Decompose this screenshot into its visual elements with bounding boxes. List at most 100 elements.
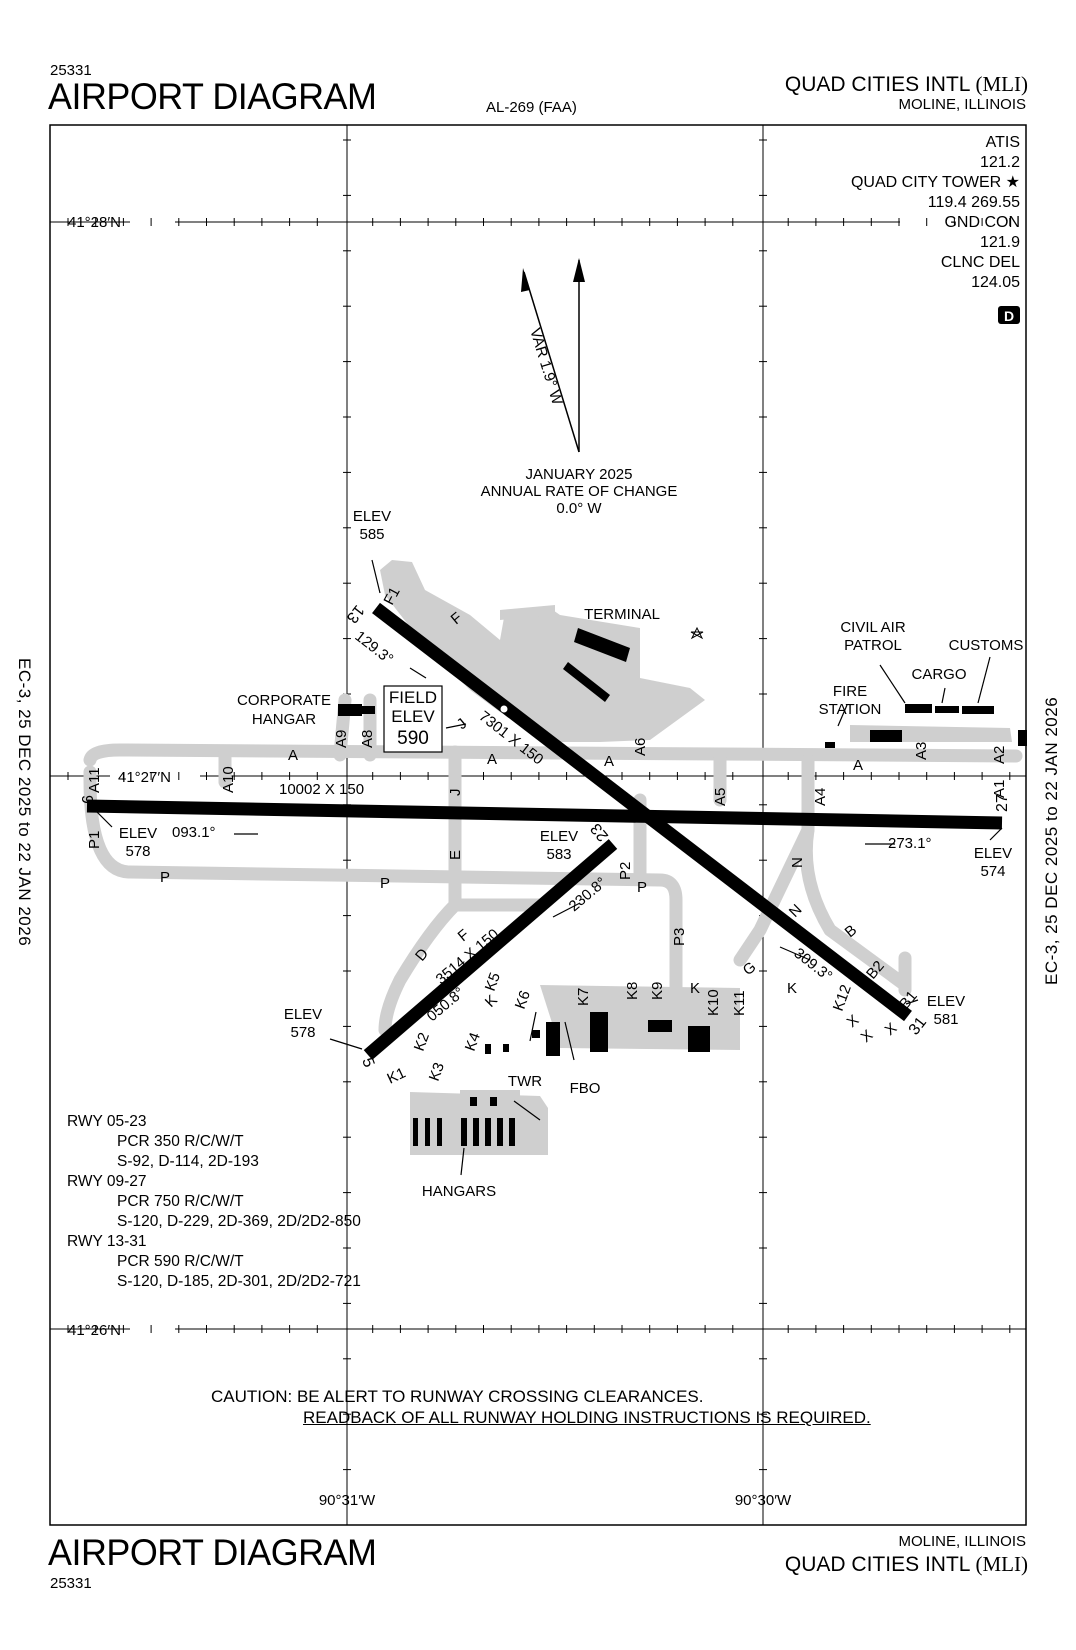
runway-09-27-dimensions: 10002 X 150	[279, 781, 364, 798]
taxiway-label-a8: A8	[359, 730, 376, 748]
taxiway-label-a: A	[487, 751, 497, 768]
taxiway-label-k1: K1	[385, 1064, 409, 1087]
taxiway-label-j: J	[454, 715, 471, 733]
taxiway-label-k6: K6	[512, 988, 534, 1011]
taxiway-network	[83, 573, 1023, 1037]
taxiway-label-p3: P3	[671, 928, 688, 946]
elev-label-23: ELEV	[540, 828, 578, 845]
taxiway-label-a5: A5	[712, 788, 729, 806]
runway-info-label: RWY 09-27	[67, 1173, 147, 1190]
frequency-name: CLNC DEL	[940, 254, 1020, 271]
taxiway-label-k8: K8	[624, 982, 641, 1000]
taxiway-label-k: K	[787, 980, 797, 997]
field-elevation-box	[383, 685, 443, 753]
longitude-left: 90°31′W	[319, 1492, 376, 1509]
taxiway-label-p2: P2	[617, 862, 634, 880]
latitude-mid: 41°27′N	[118, 769, 171, 786]
elev-value-27: 574	[980, 863, 1005, 880]
procedure-id: AL-269 (FAA)	[486, 99, 577, 116]
taxiway-label-k10: K10	[705, 989, 722, 1016]
taxiway-label-p: P	[380, 875, 390, 892]
runway-13-31	[372, 602, 912, 1022]
caution-line-2: READBACK OF ALL RUNWAY HOLDING INSTRUCTI…	[303, 1408, 871, 1427]
frequency-value: 124.05	[971, 274, 1020, 291]
runway-info-line: PCR 750 R/C/W/T	[117, 1193, 244, 1210]
taxiway-label-x: X	[844, 1012, 863, 1031]
taxiway-label-a11: A11	[86, 767, 103, 793]
magnetic-variation: VAR 1.9° W	[526, 326, 566, 407]
taxiway-label-k7: K7	[575, 988, 592, 1006]
cargo-label: CARGO	[911, 666, 966, 683]
north-arrow	[521, 258, 585, 453]
frequency-name: QUAD CITY TOWER ★	[850, 174, 1020, 191]
taxiway-label-p: P	[160, 869, 170, 886]
runway-end-5: 5	[358, 1056, 377, 1070]
taxiway-label-k4: K4	[462, 1030, 484, 1053]
civil-air-patrol-label-1: CIVIL AIR	[840, 619, 905, 636]
elev-value-09: 578	[125, 843, 150, 860]
fbo-building	[590, 1012, 608, 1052]
runways	[86, 602, 1003, 1060]
taxiway-label-j: J	[447, 789, 464, 797]
taxiway-label-k9: K9	[649, 982, 666, 1000]
fire-station-label-1: FIRE	[833, 683, 867, 700]
runway-info-line: PCR 590 R/C/W/T	[117, 1253, 244, 1270]
buildings	[338, 628, 1027, 1146]
taxiway-label-k: K	[690, 980, 700, 997]
taxiway-label-a9: A9	[333, 730, 350, 748]
facility-labels: TERMINAL CORPORATE HANGAR CIVIL AIR PATR…	[237, 606, 1023, 1200]
frequency-value: 119.4 269.55	[927, 194, 1020, 211]
runway-pavement-info: RWY 05-23 PCR 350 R/C/W/T S-92, D-114, 2…	[67, 1112, 361, 1292]
frequency-name: GND CON	[944, 214, 1020, 231]
taxiway-label-a: A	[288, 747, 298, 764]
elev-label-09: ELEV	[119, 825, 157, 842]
taxiway-label-a1: A1	[991, 780, 1008, 798]
graticule-ticks	[67, 139, 1011, 1471]
magnetic-rate-label: ANNUAL RATE OF CHANGE	[481, 483, 678, 500]
frequency-value: 121.2	[979, 154, 1020, 171]
taxiway-label-n: N	[789, 857, 806, 868]
caution-line-1: CAUTION: BE ALERT TO RUNWAY CROSSING CLE…	[211, 1387, 704, 1406]
airspace-class-letter: D	[1004, 308, 1014, 324]
taxiway-label-k: K	[482, 992, 501, 1011]
elev-value-31: 581	[933, 1011, 958, 1028]
elev-value-13: 585	[359, 526, 384, 543]
taxiway-label-f1: F1	[381, 584, 404, 607]
elev-label-13: ELEV	[353, 508, 391, 525]
taxiway-label-e: E	[447, 850, 464, 860]
taxiway-label-k5: K5	[482, 970, 504, 993]
fire-station-building	[870, 730, 902, 742]
latitude-bottom: 41°26′N	[68, 1322, 121, 1339]
civil-air-patrol-building	[905, 704, 932, 713]
elev-label-27: ELEV	[974, 845, 1012, 862]
runway-info-line: S-120, D-185, 2D-301, 2D/2D2-721	[117, 1273, 361, 1290]
frequency-name: ATIS	[985, 134, 1020, 151]
magnetic-rate: 0.0° W	[556, 500, 602, 517]
magnetic-info: JANUARY 2025 ANNUAL RATE OF CHANGE 0.0° …	[481, 466, 678, 517]
runway-end-27: 27	[994, 794, 1011, 812]
taxiway-label-f: F	[455, 926, 473, 945]
field-elev-line2: ELEV	[391, 707, 435, 726]
twr-label: TWR	[508, 1073, 542, 1090]
runway-info-label: RWY 05-23	[67, 1113, 147, 1130]
frequency-list: ATIS 121.2 QUAD CITY TOWER ★ 119.4 269.5…	[851, 133, 1020, 293]
magnetic-date: JANUARY 2025	[525, 466, 632, 483]
runway-info-line: PCR 350 R/C/W/T	[117, 1133, 244, 1150]
runway-info-label: RWY 13-31	[67, 1233, 147, 1250]
taxiway-label-a3: A3	[913, 742, 930, 760]
runway-end-31: 31	[906, 1014, 930, 1039]
runway-info-line: S-120, D-229, 2D-369, 2D/2D2-850	[117, 1213, 361, 1230]
doc-number-bottom: 25331	[50, 1575, 92, 1592]
latitude-top: 41°28′N	[68, 214, 121, 231]
runway-end-13: 13	[343, 602, 367, 627]
page-title-bottom: AIRPORT DIAGRAM	[48, 1532, 377, 1573]
tower-star-icon	[690, 626, 704, 640]
runway-09-heading: 093.1°	[172, 824, 216, 841]
runway-end-9: 9	[78, 795, 95, 804]
longitude-right: 90°30′W	[735, 1492, 792, 1509]
page-title-top: AIRPORT DIAGRAM	[48, 76, 377, 117]
elevation-labels: ELEV 585 ELEV 578 ELEV 574 ELEV 583 ELEV…	[119, 508, 1012, 1041]
city-state-bottom: MOLINE, ILLINOIS	[898, 1533, 1026, 1550]
terminal-label: TERMINAL	[584, 606, 660, 623]
runway-09-27	[86, 799, 1003, 830]
